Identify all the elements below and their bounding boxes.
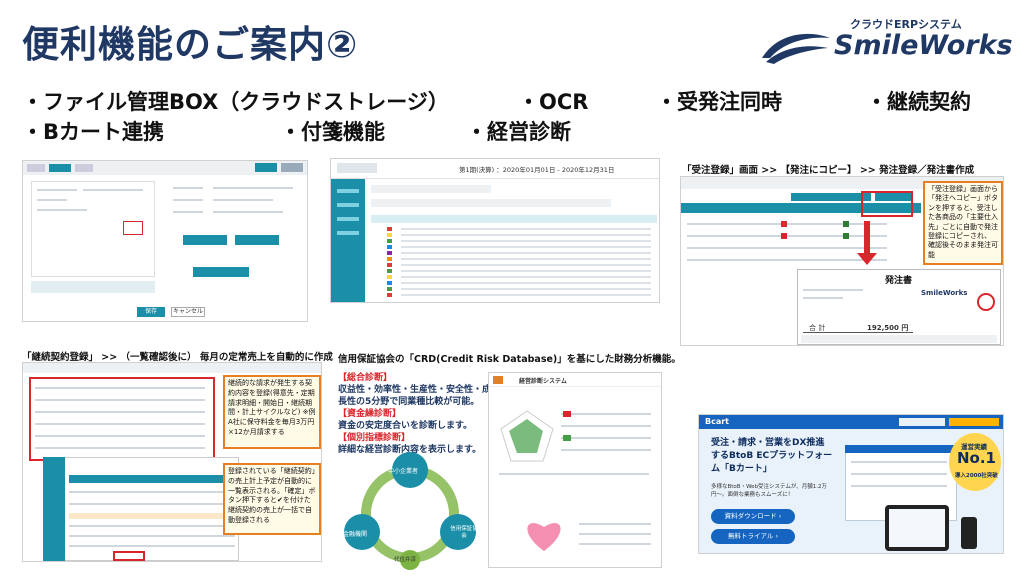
diagnosis-text-individual: 詳細な経営診断内容を表示します。: [338, 445, 482, 455]
table-row: [401, 270, 651, 272]
smileworks-logo: クラウドERPシステム SmileWorks: [758, 14, 1013, 70]
free-trial-button[interactable]: 無料トライアル ›: [711, 529, 795, 544]
sticky-tag[interactable]: [387, 227, 392, 231]
cancel-button[interactable]: キャンセル: [171, 307, 205, 317]
sticky-tag[interactable]: [387, 251, 392, 255]
page-title: 便利機能のご案内②: [22, 23, 359, 66]
feature-file-box: ・ファイル管理BOX（クラウドストレージ）: [22, 90, 449, 114]
sticky-tag[interactable]: [387, 275, 392, 279]
badge-sub: 導入2000社突破: [955, 473, 998, 479]
contract-callout-confirm: 登録されている「継続契約」の売上計上予定が自動的に一覧表示される。「確定」ボタン…: [223, 463, 321, 535]
logo-subtitle: クラウドERPシステム: [850, 18, 962, 31]
bcart-screenshot: Bcart 受注・請求・営業をDX推進するBtoB ECプラットフォーム「Bカー…: [698, 414, 1004, 554]
sticky-tag[interactable]: [387, 281, 392, 285]
feature-continuous-contract: ・継続契約: [866, 90, 971, 114]
sticky-tag[interactable]: [387, 269, 392, 273]
logo-wordmark: SmileWorks: [834, 30, 1013, 61]
table-row: [401, 276, 651, 278]
diagnosis-text-cash: 資金の安定度合いを診断します。: [338, 421, 473, 431]
total-label: 合 計: [809, 324, 826, 332]
heart-chart-icon: [527, 523, 561, 551]
contract-callout-register: 継続的な請求が発生する契約内容を登録(得意先・定期請求明細・開始日・継続期間・計…: [223, 375, 321, 449]
sticky-tag[interactable]: [387, 233, 392, 237]
logo-swoosh-icon: [762, 33, 830, 64]
table-row: [401, 228, 651, 230]
sticky-tag[interactable]: [387, 245, 392, 249]
feature-diagnosis: ・経営診断: [466, 120, 571, 144]
cycle-node-sme: 中小企業者: [388, 468, 419, 475]
feature-order-sync: ・受発注同時: [656, 90, 782, 114]
sticky-tag[interactable]: [387, 263, 392, 267]
crd-cycle-diagram: [344, 452, 476, 570]
feature-sticky-note: ・付箋機能: [280, 120, 385, 144]
table-row: [401, 252, 651, 254]
diagnosis-caption: 信用保証協会の「CRD(Credit Risk Database)」を基にした財…: [338, 354, 681, 365]
order-screenshot: 「受注登録」画面から「発注へコピー」ボタンを押すると、受注した各商品の「主要仕入…: [680, 176, 1004, 346]
sticky-tag[interactable]: [387, 287, 392, 291]
table-row: [401, 240, 651, 242]
diagnosis-screenshot: 経営診断システム: [488, 372, 662, 568]
sticky-note-screenshot: 第1期(決算) ：2020年01月01日 - 2020年12月31日: [330, 158, 660, 303]
table-row: [401, 258, 651, 260]
diagnosis-panel-title: 経営診断システム: [519, 378, 567, 385]
table-row: [401, 246, 651, 248]
diagnosis-label-overall: 【総合診断】: [338, 373, 393, 383]
diagnosis-text-overall-1: 収益性・効率性・生産性・安全性・成: [338, 385, 492, 395]
down-arrow-icon: [857, 221, 877, 265]
contract-caption: 「継続契約登録」 >> （一覧確認後に） 毎月の定常売上を自動的に作成: [22, 352, 333, 363]
cycle-node-guarantee: 信用保証協会: [450, 526, 478, 539]
save-button[interactable]: 保存: [137, 307, 165, 317]
contract-screenshot: 継続的な請求が発生する契約内容を登録(得意先・定期請求明細・開始日・継続期間・計…: [22, 362, 322, 562]
feature-bcart: ・Bカート連携: [22, 120, 165, 144]
bcart-headline: 受注・請求・営業をDX推進するBtoB ECプラットフォーム「Bカート」: [711, 438, 833, 474]
cycle-node-bank: 金融機関: [343, 531, 368, 538]
diagnosis-label-individual: 【個別指標診断】: [338, 433, 411, 443]
table-row: [401, 294, 651, 296]
purchase-order-title: 発注書: [885, 276, 913, 286]
file-box-screenshot: 保存 キャンセル: [22, 160, 308, 322]
fiscal-period-header: 第1期(決算) ：2020年01月01日 - 2020年12月31日: [459, 166, 615, 174]
cycle-node-subrogation: 代位弁済: [394, 557, 417, 563]
order-caption: 「受注登録」画面 >> 【発注にコピー】 >> 発注登録／発注書作成: [682, 165, 975, 176]
total-value: 192,500 円: [867, 324, 909, 332]
diagnosis-text-overall-2: 長性の5分野で同業種比較が可能。: [338, 397, 480, 407]
sticky-tag[interactable]: [387, 239, 392, 243]
table-row: [401, 288, 651, 290]
sticky-tag[interactable]: [387, 257, 392, 261]
table-row: [401, 282, 651, 284]
download-materials-button[interactable]: 資料ダウンロード ›: [711, 509, 795, 524]
badge-top: 運営実績: [961, 443, 987, 451]
sticky-tag[interactable]: [387, 293, 392, 297]
table-row: [401, 264, 651, 266]
bcart-subtext: 多様なBtoB・Web受注システムが、月額1.2万円〜。面倒な業務もスムーズに！: [711, 484, 828, 498]
order-callout: 「受注登録」画面から「発注へコピー」ボタンを押すると、受注した各商品の「主要仕入…: [923, 181, 1003, 265]
diagnosis-label-cash: 【資金繰診断】: [338, 409, 402, 419]
bcart-brand: Bcart: [705, 417, 730, 426]
table-row: [401, 234, 651, 236]
badge-no1: No.1: [957, 449, 996, 467]
radar-chart-icon: [500, 410, 554, 462]
feature-ocr: ・OCR: [518, 90, 589, 114]
